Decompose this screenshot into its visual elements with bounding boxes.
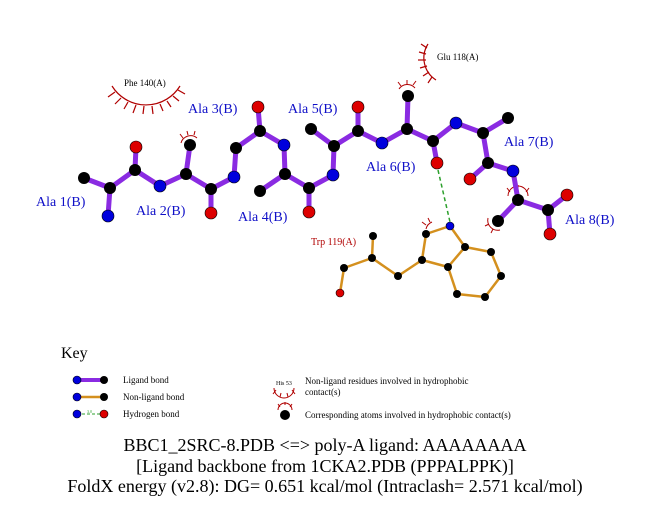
key-hydrophobic-residue-icon (272, 387, 296, 399)
key-ligand-bond-label: Ligand bond (123, 375, 169, 385)
key-nonligand-hydrophobic-label-1: Non-ligand residues involved in hydropho… (305, 376, 468, 386)
key-hydrogen-bond-label: Hydrogen bond (123, 409, 180, 419)
residue-label-ala-4: Ala 4(B) (238, 210, 288, 225)
residue-label-ala-8: Ala 8(B) (565, 213, 615, 228)
key-nonligand-bond-sample (72, 392, 108, 402)
caption-line-2: [Ligand backbone from 1CKA2.PDB (PPPALPP… (136, 456, 514, 477)
residue-label-ala-5: Ala 5(B) (288, 102, 338, 117)
residue-label-ala-2: Ala 2(B) (136, 204, 186, 219)
residue-label-ala-3: Ala 3(B) (188, 102, 238, 117)
residue-label-trp-119: Trp 119(A) (311, 237, 356, 248)
hydrogen-bond-line (437, 169, 451, 223)
residue-label-ala-6: Ala 6(B) (366, 160, 416, 175)
caption-line-1: BBC1_2SRC-8.PDB <=> poly-A ligand: AAAAA… (124, 435, 527, 455)
trp-119-atoms (335, 221, 505, 301)
glu-118-label: Glu 118(A) (437, 52, 478, 62)
key-nonligand-bond-label: Non-ligand bond (123, 392, 185, 402)
key-title: Key (61, 345, 88, 362)
key-sample-residue: His 53 (276, 381, 292, 387)
key-corresponding-atoms-label: Corresponding atoms involved in hydropho… (305, 410, 511, 420)
key-nonligand-hydrophobic-label-2: contact(s) (305, 387, 340, 397)
caption-line-3: FoldX energy (v2.8): DG= 0.651 kcal/mol … (67, 476, 582, 497)
residue-label-ala-7: Ala 7(B) (504, 135, 554, 150)
ligand-residue-labels: Ala 1(B) Ala 2(B) Ala 3(B) Ala 4(B) Ala … (36, 102, 615, 228)
residue-label-ala-1: Ala 1(B) (36, 195, 86, 210)
ligand-atoms (78, 90, 574, 241)
key-ligand-bond-sample (72, 375, 108, 385)
key-corresponding-atom-icon (277, 402, 293, 420)
glu-118-contact-icon (418, 43, 437, 84)
key-hydrogen-bond-sample: 3.0 (72, 409, 109, 419)
key-hbond-distance: 3.0 (87, 409, 92, 414)
phe-140-contact-icon (107, 85, 186, 115)
phe-140-label: Phe 140(A) (124, 78, 166, 88)
